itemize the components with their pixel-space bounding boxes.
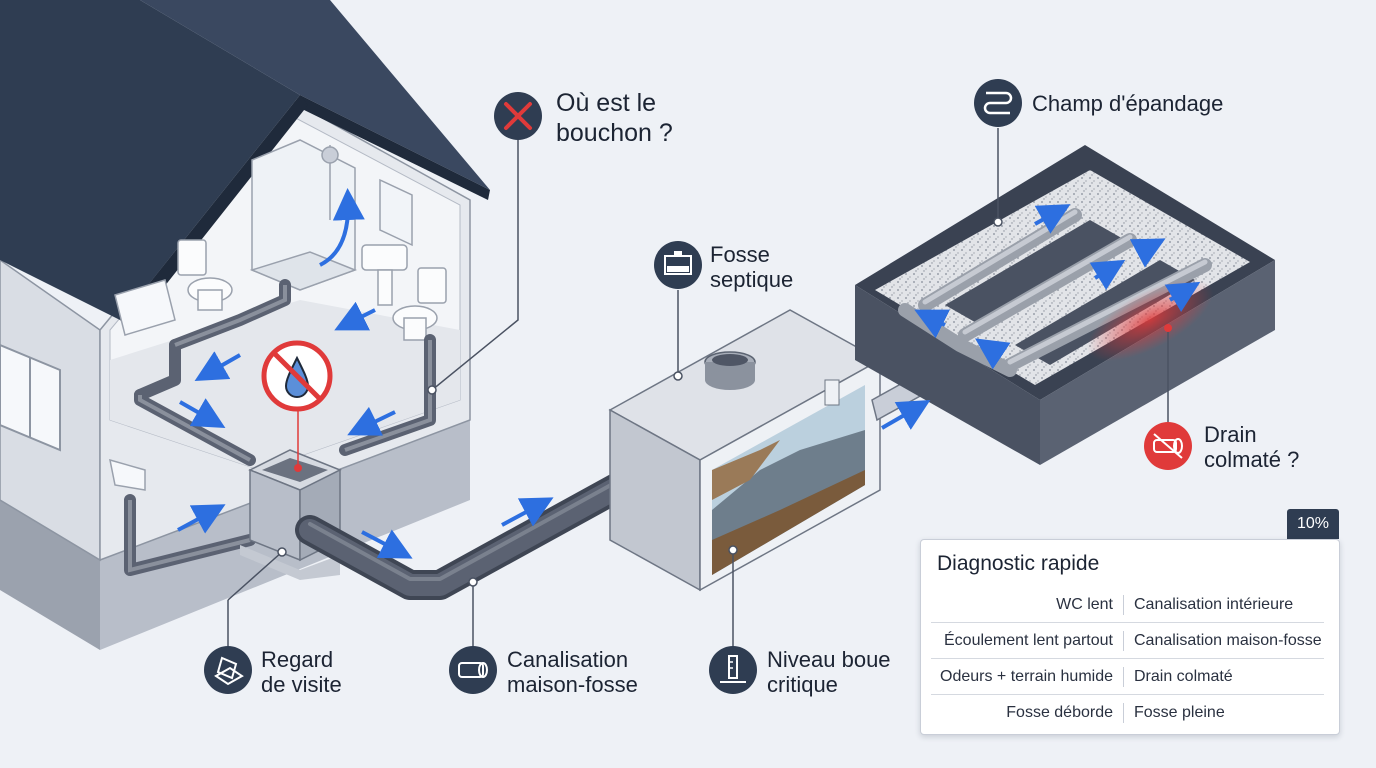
blocked-pipe-icon [1144, 422, 1192, 470]
label-bouchon-line1: Où est le [556, 89, 657, 117]
diagnostic-rows: WC lent Canalisation intérieure Écouleme… [931, 587, 1324, 730]
sludge-gauge-icon [709, 646, 757, 694]
label-drain: Drain colmaté ? [1204, 422, 1299, 472]
label-niveau: Niveau boue critique [767, 647, 891, 697]
septic-tank [608, 309, 882, 592]
label-niveau-line2: critique [767, 672, 838, 697]
label-fosse-line1: Fosse [710, 242, 770, 267]
table-row: Écoulement lent partout Canalisation mai… [931, 623, 1324, 659]
house [0, 0, 490, 650]
pipe-icon [449, 646, 497, 694]
cause-cell: Fosse pleine [1134, 703, 1225, 721]
label-regard-line2: de visite [261, 672, 342, 697]
diagnostic-title: Diagnostic rapide [937, 552, 1100, 575]
table-row: WC lent Canalisation intérieure [931, 587, 1324, 623]
label-canalisation-line1: Canalisation [507, 647, 629, 672]
cause-cell: Drain colmaté [1134, 667, 1233, 685]
table-row: Odeurs + terrain humide Drain colmaté [931, 659, 1324, 695]
diagnostic-table: Diagnostic rapide WC lent Canalisation i… [920, 539, 1340, 735]
label-regard-line1: Regard [261, 647, 334, 672]
label-drain-line1: Drain [1204, 422, 1257, 447]
label-bouchon-line2: bouchon ? [556, 119, 673, 147]
percent-badge: 10% [1287, 509, 1339, 539]
flow-arrows [177, 188, 1201, 559]
leader-lines [227, 128, 1169, 648]
label-regard: Regard de visite [261, 647, 342, 697]
symptom-cell: WC lent [931, 594, 1124, 615]
label-fosse: Fosse septique [710, 242, 793, 292]
no-water-icon [261, 340, 333, 412]
symptom-cell: Odeurs + terrain humide [931, 666, 1124, 687]
label-canalisation-line2: maison-fosse [507, 672, 638, 697]
symptom-cell: Fosse déborde [931, 702, 1124, 723]
drain-pipes-icon [974, 79, 1022, 127]
cause-cell: Canalisation intérieure [1134, 595, 1294, 613]
x-mark-icon [494, 92, 542, 140]
tank-icon [654, 241, 702, 289]
symptom-cell: Écoulement lent partout [931, 630, 1124, 651]
label-fosse-line2: septique [710, 267, 794, 292]
label-canalisation: Canalisation maison-fosse [507, 647, 638, 697]
cause-cell: Canalisation maison-fosse [1134, 631, 1322, 649]
label-champ-line1: Champ d'épandage [1032, 91, 1224, 116]
table-row: Fosse déborde Fosse pleine [931, 695, 1324, 730]
manhole-icon [204, 646, 252, 694]
drain-field [855, 145, 1275, 465]
label-bouchon: Où est le bouchon ? [556, 88, 673, 148]
label-niveau-line1: Niveau boue [767, 647, 891, 672]
label-drain-line2: colmaté ? [1204, 447, 1300, 472]
label-champ: Champ d'épandage [1032, 91, 1223, 116]
